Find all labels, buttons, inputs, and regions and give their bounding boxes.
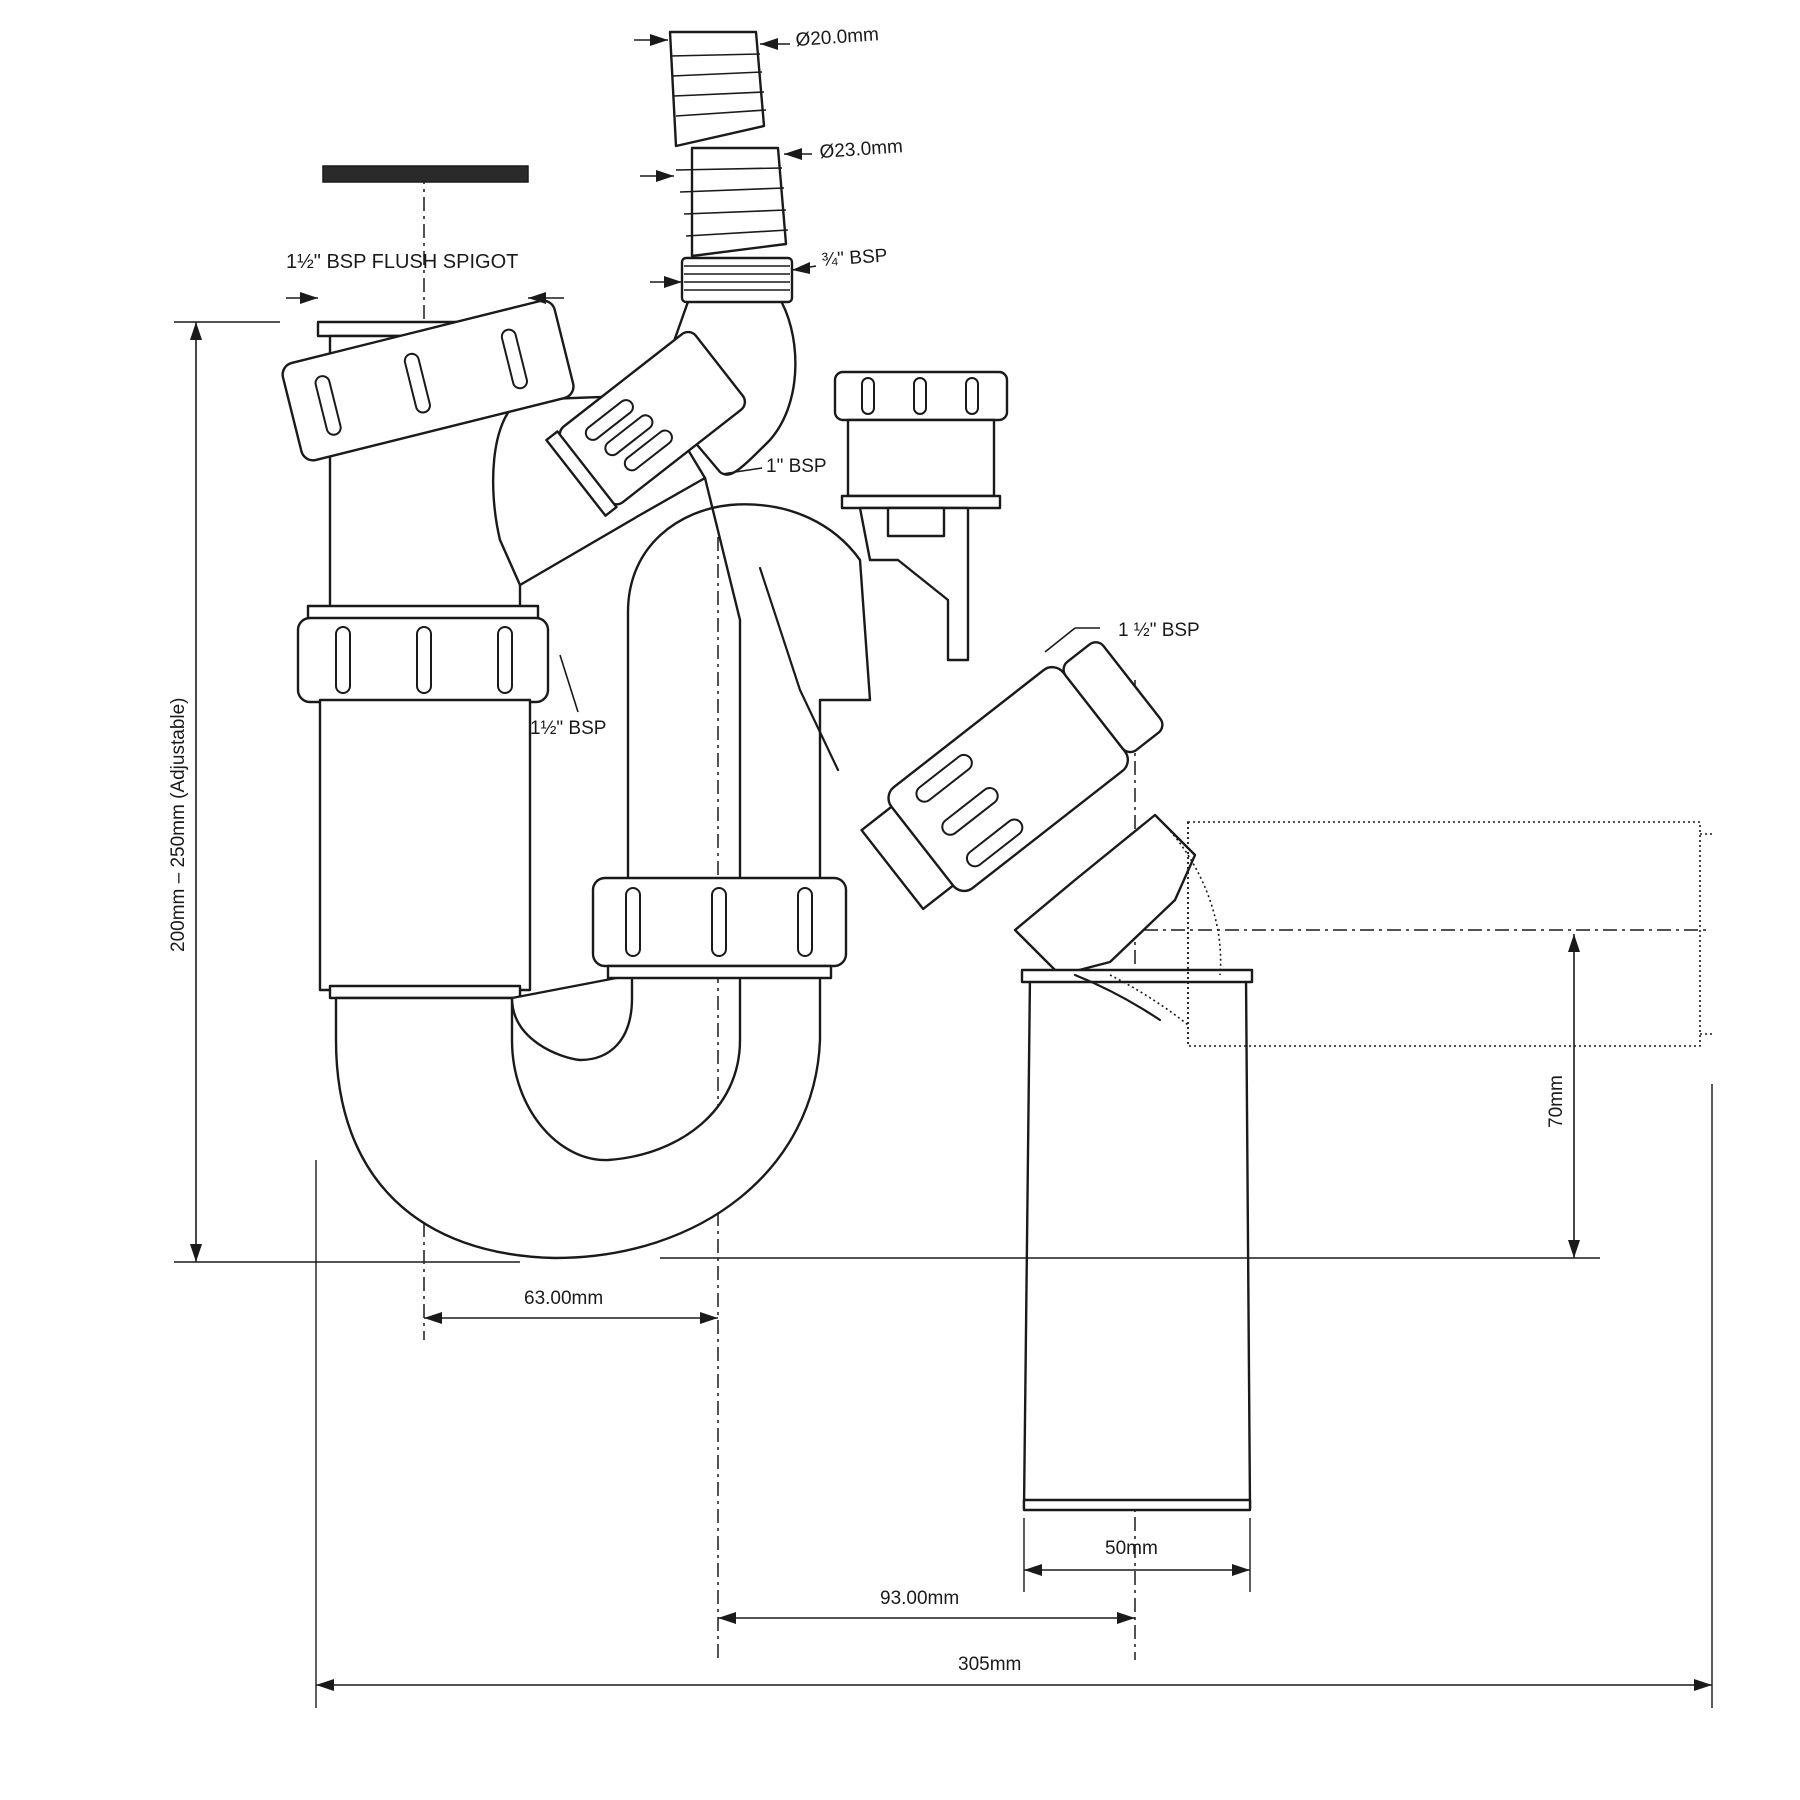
upper-left-nut-body: [281, 299, 575, 462]
nut-grip-slot: [625, 887, 641, 957]
bsp-left-label: 1½" BSP: [530, 718, 606, 739]
dim-63-label: 63.00mm: [524, 1288, 603, 1309]
nut-grip-slot: [797, 887, 813, 957]
bsp-right-label: 1 ½" BSP: [1118, 620, 1200, 641]
flush-spigot-label: 1½" BSP FLUSH SPIGOT: [286, 251, 518, 273]
vertical-outlet-body: [1022, 974, 1252, 1510]
riser-inner-edge: [758, 566, 840, 772]
diagonal-outlet-tube: [1013, 813, 1197, 977]
dim-93-label: 93.00mm: [880, 1588, 959, 1609]
standpipe-socket: [846, 418, 996, 498]
height-adjustable-label: 200mm – 250mm (Adjustable): [168, 698, 189, 953]
standpipe-ring: [840, 494, 1002, 510]
one-inch-tilted-nut: [545, 330, 747, 517]
horizontal-outlet-outline: [1187, 821, 1701, 1047]
nut-grip-slot: [335, 626, 351, 694]
horizontal-elbow-curve: [1159, 819, 1222, 976]
outlet-seam: [1073, 973, 1162, 1022]
bsp-one-inch-label: 1" BSP: [766, 456, 827, 477]
dimension-lines: [174, 34, 1713, 1708]
sink-flange-bar: [322, 165, 529, 183]
hose-barb-lower: [690, 146, 788, 258]
center-nut-washer: [606, 964, 833, 980]
bsp-three-quarter-label: ¾" BSP: [821, 245, 888, 271]
horizontal-elbow-inner: [1109, 974, 1189, 1026]
right-tilted-nut: [860, 641, 1164, 911]
vertical-outlet-bottom-ring: [1022, 1498, 1252, 1512]
nut-grip-slot: [416, 626, 432, 694]
dim-50-label: 50mm: [1105, 1538, 1158, 1559]
left-tube-end-ring: [328, 984, 522, 1000]
vertical-outlet-top-ring: [1020, 968, 1254, 984]
nut-grip-slot: [500, 328, 528, 390]
right-nut-cap: [1062, 641, 1164, 754]
dia-20-label: Ø20.0mm: [795, 24, 880, 51]
dim-70-label: 70mm: [1546, 1075, 1567, 1128]
leader-left-bsp: [559, 654, 579, 713]
nut-grip-slot: [711, 887, 727, 957]
upper-left-tilted-nut: [281, 299, 575, 462]
standpipe-body: [858, 506, 970, 662]
leader-1in-bsp: [721, 467, 763, 475]
thread-lines: [684, 265, 790, 291]
center-union-nut: [591, 876, 848, 980]
horizontal-outlet-alternative: [1109, 819, 1714, 1047]
u-bend-body: [334, 973, 822, 1260]
dia-23-label: Ø23.0mm: [819, 136, 904, 163]
s-bend-riser: [626, 477, 872, 977]
u-bend-inner-mask: [510, 973, 634, 1062]
hose-barb-upper: [668, 30, 766, 148]
nut-grip-slot: [314, 375, 342, 436]
nut-grip-slot: [403, 352, 431, 414]
leader-right-bsp: [1044, 627, 1076, 653]
vertical-outlet-pipe: [1020, 968, 1254, 1512]
left-lower-nut: [296, 604, 550, 704]
standpipe-top-assembly: [833, 370, 1009, 662]
dim-305-label: 305mm: [958, 1654, 1021, 1675]
left-down-tube: [318, 698, 532, 992]
labels: 1½" BSP FLUSH SPIGOT Ø20.0mm Ø23.0mm ¾" …: [168, 24, 1567, 1675]
nut-grip-slot: [497, 626, 513, 694]
one-inch-nut-washer: [545, 430, 618, 517]
standpipe-window: [886, 506, 946, 538]
hose-thread-section: [680, 256, 794, 304]
